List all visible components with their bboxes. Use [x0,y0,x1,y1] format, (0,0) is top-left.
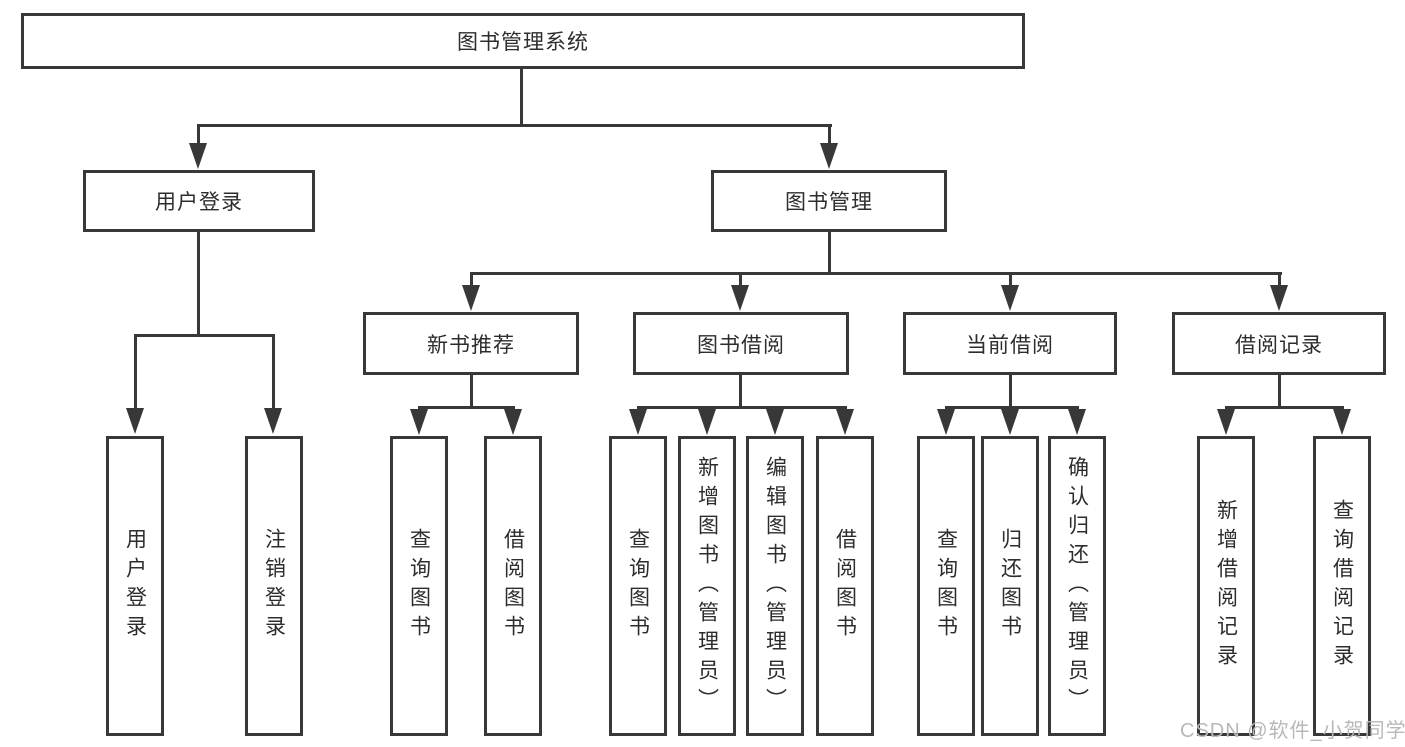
node-label: 图书管理 [785,191,873,214]
arrow-down-icon [410,409,428,435]
arrow-down-icon [731,285,749,311]
node-borrow-books-recommend: 借阅图书 [484,436,542,736]
connector-vline [1009,272,1012,288]
node-current-borrowing: 当前借阅 [903,312,1117,375]
node-label: 新书推荐 [427,333,515,357]
node-label: 确认归还（管理员） [1065,455,1089,717]
node-query-books-recommend: 查询图书 [390,436,448,736]
connector-vline [470,373,473,409]
connector-vline [134,334,137,410]
node-label: 注销登录 [262,528,286,644]
connector-vline [828,124,831,146]
node-return-books: 归还图书 [981,436,1039,736]
arrow-down-icon [1001,409,1019,435]
connector-hline [637,406,847,409]
connector-vline [739,272,742,288]
arrow-down-icon [504,409,522,435]
node-label: 新增借阅记录 [1214,499,1238,673]
connector-vline [197,231,200,337]
node-label: 查询借阅记录 [1330,499,1354,673]
connector-hline [418,406,515,409]
node-label: 查询图书 [407,528,431,644]
connector-hline [134,334,275,337]
node-label: 图书借阅 [697,333,785,357]
node-logout: 注销登录 [245,436,303,736]
connector-vline [828,231,831,275]
node-label: 借阅图书 [833,528,857,644]
node-label: 借阅记录 [1235,333,1323,357]
connector-vline [197,124,200,146]
arrow-down-icon [264,408,282,434]
arrow-down-icon [189,143,207,169]
connector-hline [197,124,832,127]
node-user-login-leaf: 用户登录 [106,436,164,736]
arrow-down-icon [1001,285,1019,311]
node-query-books-current: 查询图书 [917,436,975,736]
arrow-down-icon [766,409,784,435]
node-label: 图书管理系统 [457,31,589,54]
connector-vline [1278,373,1281,409]
connector-vline [1009,373,1012,409]
node-borrowing-records: 借阅记录 [1172,312,1386,375]
node-label: 用户登录 [123,528,147,644]
node-add-books-admin: 新增图书（管理员） [678,436,736,736]
node-book-borrowing: 图书借阅 [633,312,849,375]
node-query-books-borrow: 查询图书 [609,436,667,736]
arrow-down-icon [1068,409,1086,435]
node-new-book-recommendation: 新书推荐 [363,312,579,375]
arrow-down-icon [937,409,955,435]
arrow-down-icon [698,409,716,435]
node-edit-books-admin: 编辑图书（管理员） [746,436,804,736]
connector-hline [1225,406,1344,409]
node-label: 新增图书（管理员） [695,455,719,717]
connector-hline [945,406,1079,409]
arrow-down-icon [1333,409,1351,435]
node-add-borrow-record: 新增借阅记录 [1197,436,1255,736]
connector-vline [520,68,523,126]
node-library-management-system: 图书管理系统 [21,13,1025,69]
connector-vline [272,334,275,410]
connector-vline [1278,272,1281,288]
node-label: 当前借阅 [966,333,1054,357]
node-label: 查询图书 [626,528,650,644]
node-label: 归还图书 [998,528,1022,644]
connector-hline [470,272,1282,275]
arrow-down-icon [126,408,144,434]
node-label: 借阅图书 [501,528,525,644]
node-user-login: 用户登录 [83,170,315,232]
connector-vline [739,373,742,409]
node-borrow-books-leaf: 借阅图书 [816,436,874,736]
arrow-down-icon [1217,409,1235,435]
arrow-down-icon [836,409,854,435]
node-confirm-return-admin: 确认归还（管理员） [1048,436,1106,736]
watermark: CSDN @软件_小贺同学 [1180,720,1405,742]
node-query-borrow-record: 查询借阅记录 [1313,436,1371,736]
arrow-down-icon [629,409,647,435]
node-label: 编辑图书（管理员） [763,455,787,717]
node-label: 查询图书 [934,528,958,644]
node-label: 用户登录 [155,191,243,214]
arrow-down-icon [820,143,838,169]
node-book-management: 图书管理 [711,170,947,232]
arrow-down-icon [1270,285,1288,311]
arrow-down-icon [462,285,480,311]
connector-vline [470,272,473,288]
